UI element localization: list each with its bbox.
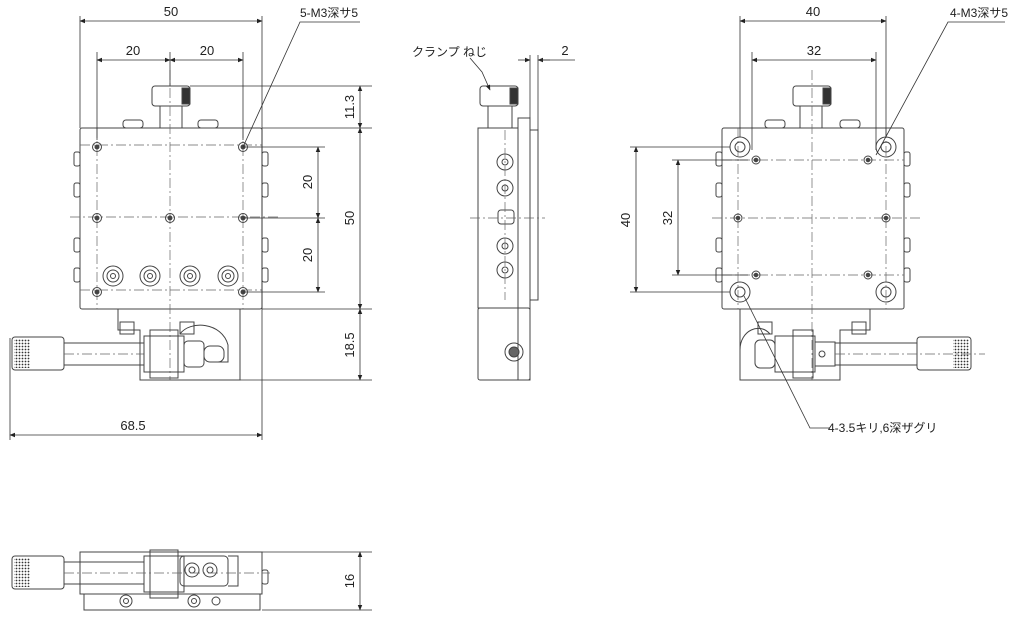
dim-top-knob-offset: 18.5 bbox=[342, 332, 357, 357]
top-view-dim-text: 50 20 20 68.5 11.3 50 18.5 20 20 5-M3深サ5 bbox=[120, 4, 358, 433]
top-view-dimensions bbox=[9, 16, 372, 440]
bottom-view-dimensions bbox=[262, 551, 372, 611]
dim-top-handle-offset: 11.3 bbox=[342, 95, 357, 119]
note-clamp-screw: クランプ ねじ bbox=[412, 45, 487, 59]
dim-right-width: 40 bbox=[806, 4, 820, 19]
dim-right-height: 40 bbox=[618, 213, 633, 227]
dim-right-pitch: 32 bbox=[807, 43, 821, 58]
dim-top-overall-width: 68.5 bbox=[120, 418, 145, 433]
note-tap-holes-top: 5-M3深サ5 bbox=[300, 6, 358, 20]
dim-bottom-height: 16 bbox=[342, 574, 357, 588]
right-view-text: 40 32 40 32 4-M3深サ5 4-3.5キリ,6深ザグリ bbox=[618, 4, 1008, 435]
note-tap-holes-right: 4-M3深サ5 bbox=[950, 6, 1008, 20]
dim-side-gap: 2 bbox=[561, 43, 568, 58]
note-counterbore: 4-3.5キリ,6深ザグリ bbox=[828, 421, 937, 435]
top-view bbox=[11, 70, 280, 381]
dim-right-vpitch: 32 bbox=[660, 211, 675, 225]
dim-top-width: 50 bbox=[164, 4, 178, 19]
bottom-view bbox=[11, 549, 270, 611]
dim-top-height: 50 bbox=[342, 211, 357, 225]
dim-top-pitch-left: 20 bbox=[126, 43, 140, 58]
side-view bbox=[470, 85, 545, 381]
dim-top-vpitch-upper: 20 bbox=[300, 175, 315, 189]
dim-top-vpitch-lower: 20 bbox=[300, 248, 315, 262]
right-view-dimensions bbox=[630, 16, 1005, 429]
counterbore-screws bbox=[102, 265, 239, 287]
side-view-text: 2 クランプ ねじ bbox=[412, 43, 569, 59]
side-view-dimensions bbox=[469, 55, 575, 130]
right-view bbox=[712, 70, 985, 381]
dim-top-pitch-right: 20 bbox=[200, 43, 214, 58]
